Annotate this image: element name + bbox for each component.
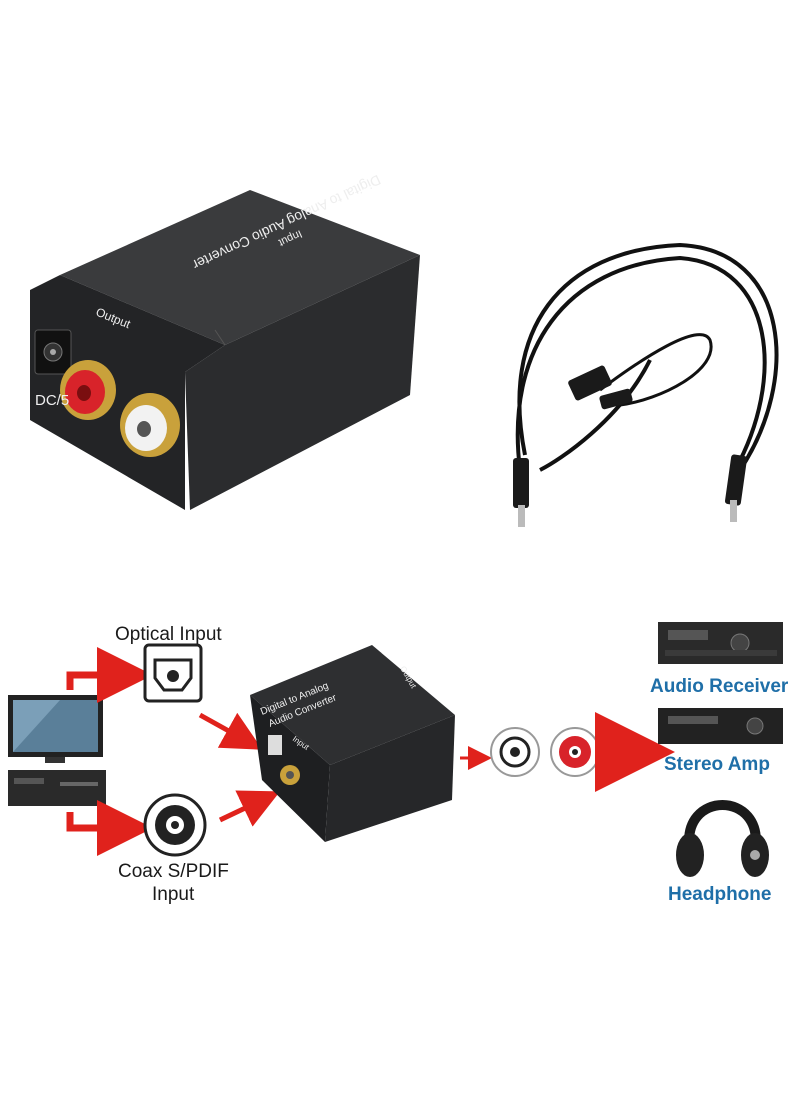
optical-plug-left — [513, 458, 529, 527]
coax-input-icon — [143, 793, 207, 857]
connection-diagram: Optical Input Coax S/PDIF Input Digital … — [0, 560, 800, 1096]
arrow-to-coax — [66, 800, 153, 856]
rca-white-output-icon — [490, 727, 540, 777]
converter-device: Digital to Analog Audio Converter Input … — [250, 645, 455, 842]
optical-input-icon — [143, 643, 203, 703]
optical-cable — [515, 242, 779, 472]
dc-plug — [599, 388, 633, 410]
tv-icon — [8, 695, 103, 763]
arrow-to-optical — [66, 647, 153, 703]
box-front-face — [30, 275, 225, 510]
product-photo: DC/5 Output Digital to Analog Audio Conv… — [30, 172, 779, 527]
product-photo-svg: DC/5 Output Digital to Analog Audio Conv… — [30, 172, 779, 527]
connection-diagram-svg: Optical Input Coax S/PDIF Input Digital … — [8, 622, 789, 905]
coax-input-label-line1: Coax S/PDIF — [118, 861, 229, 882]
audio-receiver-icon — [658, 622, 783, 664]
stereo-amp-icon — [658, 708, 783, 744]
usb-plug — [568, 365, 612, 401]
converter-box: DC/5 Output Digital to Analog Audio Conv… — [30, 172, 420, 510]
headphone-icon — [676, 800, 769, 877]
dc-label: DC/5 — [35, 392, 69, 409]
rca-red-output-icon — [550, 727, 600, 777]
usb-power-cable — [568, 333, 713, 410]
output-label-stereo-amp: Stereo Amp — [664, 754, 770, 775]
output-label-headphone: Headphone — [668, 884, 771, 905]
output-label-audio-receiver: Audio Receiver — [650, 676, 789, 697]
box-side-face — [185, 255, 420, 510]
box-top-face — [60, 190, 420, 345]
arrow-optical-to-converter — [198, 712, 263, 750]
rca-red-jack — [60, 360, 116, 420]
optical-input-label: Optical Input — [115, 624, 222, 645]
rca-white-jack — [120, 393, 180, 457]
arrow-coax-to-converter — [218, 790, 281, 827]
coax-input-label-line2: Input — [152, 884, 195, 905]
optical-plug-right — [724, 454, 748, 522]
dvd-player-icon — [8, 770, 106, 806]
